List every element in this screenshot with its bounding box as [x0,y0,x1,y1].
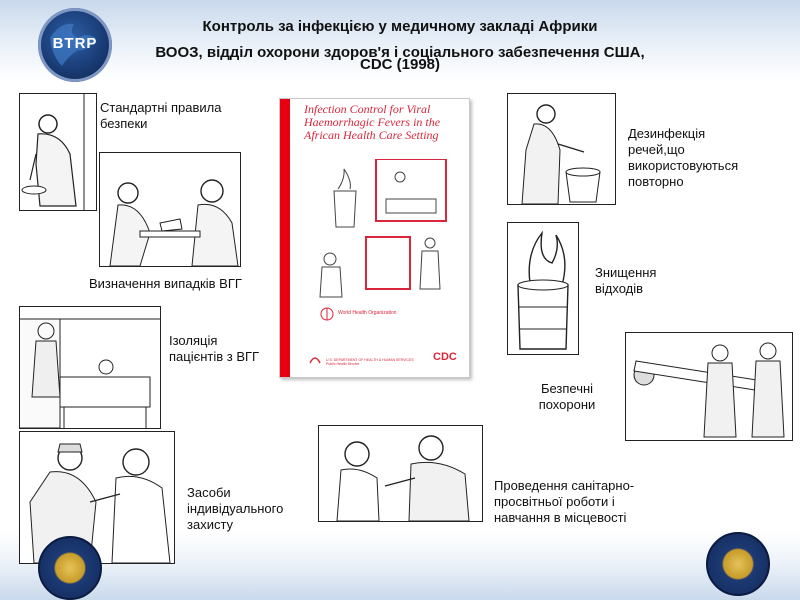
book-spine-bar [280,99,290,377]
book-cover: Infection Control for Viral Haemorrhagic… [279,98,470,378]
header-band [0,0,800,80]
label-disinfection: Дезинфекція речей,що використовуються по… [628,126,739,189]
label-safe-burial: Безпечні похорони [538,381,596,412]
logo-text: BTRP [52,35,98,52]
book-illustrations [319,159,447,298]
department-of-defense-seal-icon [38,536,102,600]
disinfection-illustration [507,93,616,205]
label-case-definition: Визначення випадків ВГГ [89,276,242,291]
label-standard-precautions: Стандартні правила безпеки [100,100,222,131]
book-organization: World Health Organization [338,310,397,316]
book-department: U.S. DEPARTMENT OF HEALTH & HUMAN SERVIC… [326,358,414,366]
isolation-illustration [19,306,161,429]
dtra-seal-icon [706,532,770,596]
label-ppe: Засоби індивідуального захисту [187,485,284,532]
hhs-logo-icon [309,357,321,364]
label-isolation: Ізоляція пацієнтів з ВГГ [169,333,260,364]
page-subtitle: ВООЗ, відділ охорони здоров'я і соціальн… [155,44,645,61]
book-cdc-logo: CDC [433,351,457,363]
page-subtitle-year: CDC (1998) [359,56,441,73]
btrp-logo-icon: BTRP [38,8,112,82]
case-definition-illustration [99,152,241,267]
book-title: Infection Control for Viral Haemorrhagic… [304,102,441,142]
who-logo-icon [320,307,334,321]
page-title: Контроль за інфекцією у медичному заклад… [202,18,598,35]
safe-burial-illustration [625,332,793,441]
handwashing-illustration [19,93,97,211]
label-waste: Знищення відходів [595,265,657,296]
ppe-illustration [19,431,175,564]
label-education: Проведення санітарно-просвітньої роботи … [494,478,635,525]
education-illustration [318,425,483,522]
waste-burning-illustration [507,222,579,355]
